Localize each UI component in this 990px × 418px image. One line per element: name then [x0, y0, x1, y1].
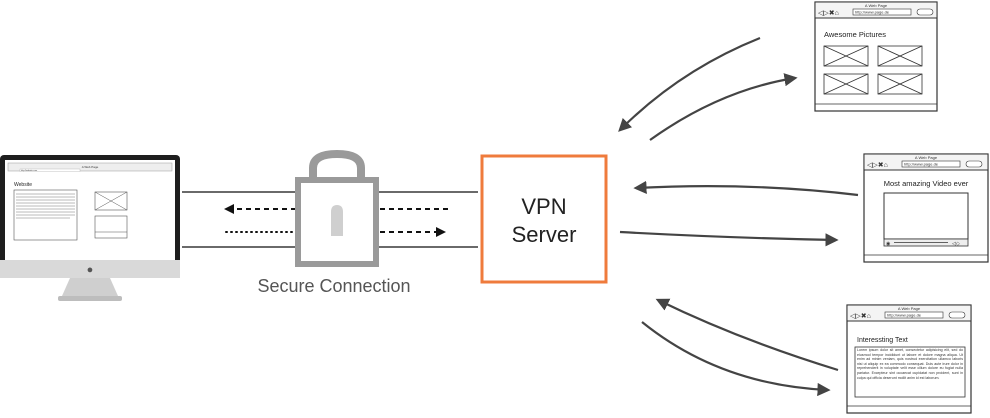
url-bar	[852, 8, 912, 16]
screen-page-heading: Website	[14, 182, 32, 188]
connection-label: Secure Connection	[257, 276, 410, 296]
arrow-video-to-vpn	[633, 180, 859, 197]
lock-shackle	[309, 149, 365, 182]
search-box	[948, 311, 966, 319]
keyhole-icon	[331, 205, 343, 236]
video-player	[883, 192, 969, 240]
screen-video-placeholder	[94, 215, 128, 239]
browser-tab-title: A Web Page	[915, 155, 938, 160]
search-box	[965, 160, 983, 168]
arrow-text-to-vpn	[655, 298, 839, 372]
lock-icon	[295, 149, 379, 267]
url-bar	[884, 311, 944, 319]
monitor-chin	[0, 260, 180, 278]
traffic-arrows	[618, 36, 859, 397]
url-text: http://www.page.de	[887, 313, 922, 318]
vpn-server-box	[480, 154, 608, 284]
vpn-server-label-line1: VPN	[521, 194, 566, 219]
screen-url-bar	[19, 168, 81, 172]
text-block-content-wrapper: Lorem ipsum dolor sit amet, consectetur …	[857, 348, 963, 380]
nav-icons: ◁▷✖⌂	[867, 162, 888, 169]
browser-tab-title: A Web Page	[898, 306, 921, 311]
vpn-server: VPN Server	[480, 154, 608, 284]
nav-icons: ◁▷✖⌂	[850, 313, 871, 320]
play-icon: ◉	[886, 241, 891, 247]
url-text: http://www.page.de	[904, 162, 939, 167]
search-box	[916, 8, 934, 16]
text-block-content: Lorem ipsum dolor sit amet, consectetur …	[857, 348, 963, 380]
browser-tab-title: A Web Page	[865, 3, 888, 8]
apple-logo-icon: ●	[87, 264, 94, 276]
arrow-vpn-to-pictures	[649, 73, 798, 141]
text-block	[854, 346, 966, 398]
screen-browser-toolbar	[7, 162, 173, 172]
url-bar	[901, 160, 961, 168]
browser-text: A Web Page ◁▷✖⌂ http://www.page.de Inter…	[846, 304, 972, 414]
browser-heading: Interessting Text	[857, 337, 908, 344]
monitor-foot	[58, 296, 122, 301]
nav-icons: ◁▷✖⌂	[818, 10, 839, 17]
arrow-vpn-to-text	[641, 321, 831, 397]
arrow-pictures-to-vpn	[618, 36, 761, 132]
browser-heading: Most amazing Video ever	[884, 179, 969, 188]
screen-tab-title: A Web Page	[82, 165, 99, 169]
vpn-server-label-line2: Server	[512, 222, 577, 247]
computer: ● A Web Page http://website.com Website	[0, 155, 180, 301]
monitor-stand	[62, 278, 118, 296]
volume-icon: ◁◇	[952, 241, 960, 247]
browser-pictures: A Web Page ◁▷✖⌂ http://www.page.de Aweso…	[814, 1, 938, 112]
browser-heading: Awesome Pictures	[824, 30, 886, 39]
image-grid	[823, 45, 923, 95]
screen-url: http://website.com	[21, 169, 37, 172]
arrow-vpn-to-video	[619, 230, 839, 247]
browser-video: A Web Page ◁▷✖⌂ http://www.page.de Most …	[863, 153, 989, 263]
url-text: http://www.page.de	[855, 10, 890, 15]
